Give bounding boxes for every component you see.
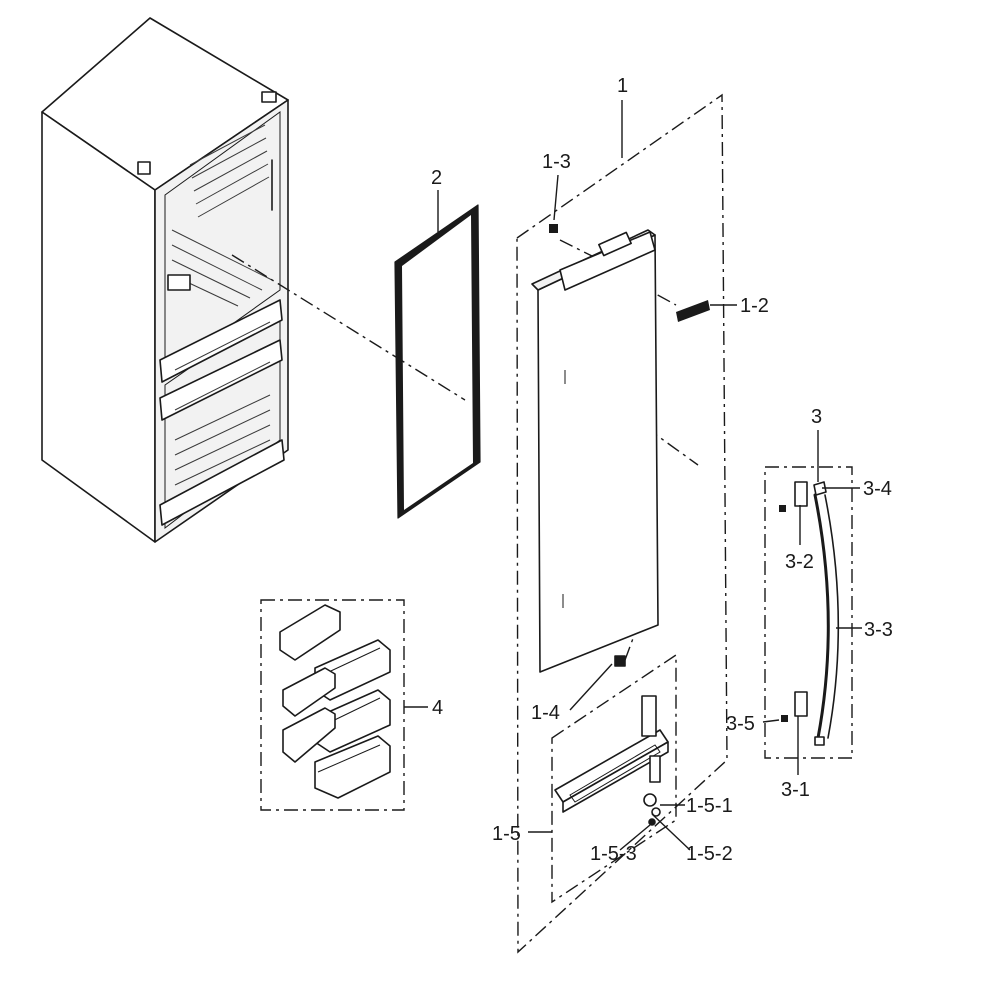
door-bin — [279, 604, 341, 661]
upper-shelves — [167, 124, 273, 307]
door-bin — [282, 667, 336, 717]
callout-1-5-3: 1-5-3 — [590, 843, 637, 865]
callout-1: 1 — [617, 75, 628, 97]
hinge-cap — [549, 224, 558, 233]
leader-lines — [404, 100, 862, 851]
callout-3-1: 3-1 — [781, 779, 810, 801]
door-stop-part — [614, 655, 626, 667]
callout-1-5: 1-5 — [492, 823, 521, 845]
callout-3: 3 — [811, 406, 822, 428]
lower-hinge-bracket — [554, 695, 669, 826]
callout-3-4: 3-4 — [863, 478, 892, 500]
callout-1-3: 1-3 — [542, 151, 571, 173]
crisper-drawers — [159, 299, 285, 526]
callout-3-3: 3-3 — [864, 619, 893, 641]
callout-3-5: 3-5 — [726, 713, 755, 735]
callout-4: 4 — [432, 697, 443, 719]
callout-2: 2 — [431, 167, 442, 189]
door-gasket — [394, 204, 481, 519]
callout-1-5-2: 1-5-2 — [686, 843, 733, 865]
callout-1-2: 1-2 — [740, 295, 769, 317]
door-handle — [779, 481, 840, 746]
refrigerator-cabinet — [41, 17, 289, 543]
lower-hinge-frame — [551, 653, 677, 904]
callout-1-5-1: 1-5-1 — [686, 795, 733, 817]
door-spring — [676, 300, 710, 322]
door-bins-frame — [260, 599, 405, 811]
door-bin — [314, 735, 391, 799]
door-bins — [279, 604, 391, 799]
door-bin — [282, 707, 336, 763]
door-assembly-frame — [516, 93, 728, 954]
door-panel — [531, 229, 659, 673]
callout-1-4: 1-4 — [531, 702, 560, 724]
callout-3-2: 3-2 — [785, 551, 814, 573]
callout-labels: 1 1-3 1-2 2 1-4 1-5 1-5-1 1-5-2 1-5-3 3 … — [431, 75, 893, 865]
